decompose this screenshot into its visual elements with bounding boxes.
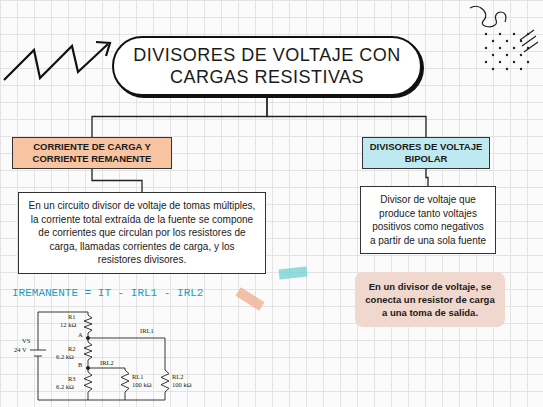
junction-dot [86, 336, 89, 339]
circuit-label: R3 [68, 375, 76, 382]
circuit-label: 6.2 kΩ [56, 353, 74, 360]
junction-dot [86, 366, 89, 369]
dot [506, 40, 508, 42]
dot [492, 40, 494, 42]
circuit-label: 6.2 kΩ [56, 383, 74, 390]
dot [506, 68, 508, 70]
dot [527, 61, 529, 63]
circuit-label: R2 [68, 345, 76, 352]
wire [30, 350, 46, 351]
dot [527, 33, 529, 35]
circuit-label: VS [22, 337, 30, 344]
wire [38, 356, 165, 400]
equation-label: IREMANENTE = IT - IRL1 - IRL2 [12, 287, 203, 299]
wire [88, 338, 165, 370]
dot-pattern [485, 33, 529, 70]
dot [527, 47, 529, 49]
dot [513, 33, 515, 35]
topic-box: DIVISORES DE VOLTAJE BIPOLAR [362, 137, 490, 169]
circuit-label: R1 [68, 313, 76, 320]
tree-connector [426, 169, 428, 186]
circuit-label: RL1 [132, 373, 144, 380]
dot [499, 33, 501, 35]
circuit-label: 12 kΩ [60, 321, 76, 328]
dot [492, 54, 494, 56]
circuit-label: 100 kΩ [132, 381, 151, 388]
tree-connector [92, 169, 142, 192]
circuit-label: 100 kΩ [172, 381, 191, 388]
node-text: En un divisor de voltaje, se conecta un … [363, 280, 497, 319]
note-box: En un divisor de voltaje, se conecta un … [355, 272, 505, 327]
node-text: Divisor de voltaje que produce tanto vol… [369, 193, 487, 247]
node-text: DIVISORES DE VOLTAJE CON CARGAS RESISTIV… [126, 44, 408, 88]
resistor-symbol [121, 370, 129, 392]
wire [38, 312, 88, 350]
scribble-doodle [470, 6, 538, 52]
circuit-label: RL2 [172, 373, 184, 380]
definition-box: En un circuito divisor de voltaje de tom… [18, 192, 266, 274]
dot [485, 61, 487, 63]
tree-connector [92, 96, 267, 137]
circuit-label: B [78, 361, 82, 368]
definition-box: Divisor de voltaje que produce tanto vol… [360, 186, 496, 254]
circuit-label: IRL1 [140, 327, 154, 334]
dot [499, 47, 501, 49]
wire [125, 392, 126, 400]
circuit-illustration [30, 312, 169, 400]
circuit-label: 24 V [14, 346, 27, 353]
dot [506, 54, 508, 56]
tree-connector [267, 96, 426, 137]
dot [485, 47, 487, 49]
dot [520, 40, 522, 42]
resistor-symbol [84, 342, 92, 360]
circuit-label: A [78, 331, 83, 338]
wire [34, 356, 42, 357]
dot [499, 61, 501, 63]
wire [88, 368, 125, 370]
circuit-label: IRL2 [100, 359, 114, 366]
title-pill: DIVISORES DE VOLTAJE CON CARGAS RESISTIV… [112, 36, 422, 96]
zigzag-arrow [4, 42, 110, 80]
node-text: CORRIENTE DE CARGA Y CORRIENTE REMANENTE [17, 141, 167, 165]
node-text: En un circuito divisor de voltaje de tom… [27, 199, 257, 267]
dot [520, 54, 522, 56]
dot [520, 68, 522, 70]
dot [492, 68, 494, 70]
dot [513, 47, 515, 49]
dot [485, 33, 487, 35]
resistor-symbol [84, 372, 92, 392]
resistor-symbol [161, 370, 169, 392]
node-text: DIVISORES DE VOLTAJE BIPOLAR [367, 141, 485, 165]
topic-box: CORRIENTE DE CARGA Y CORRIENTE REMANENTE [12, 137, 172, 169]
wire [88, 392, 89, 400]
resistor-symbol [84, 315, 92, 333]
dot [513, 61, 515, 63]
